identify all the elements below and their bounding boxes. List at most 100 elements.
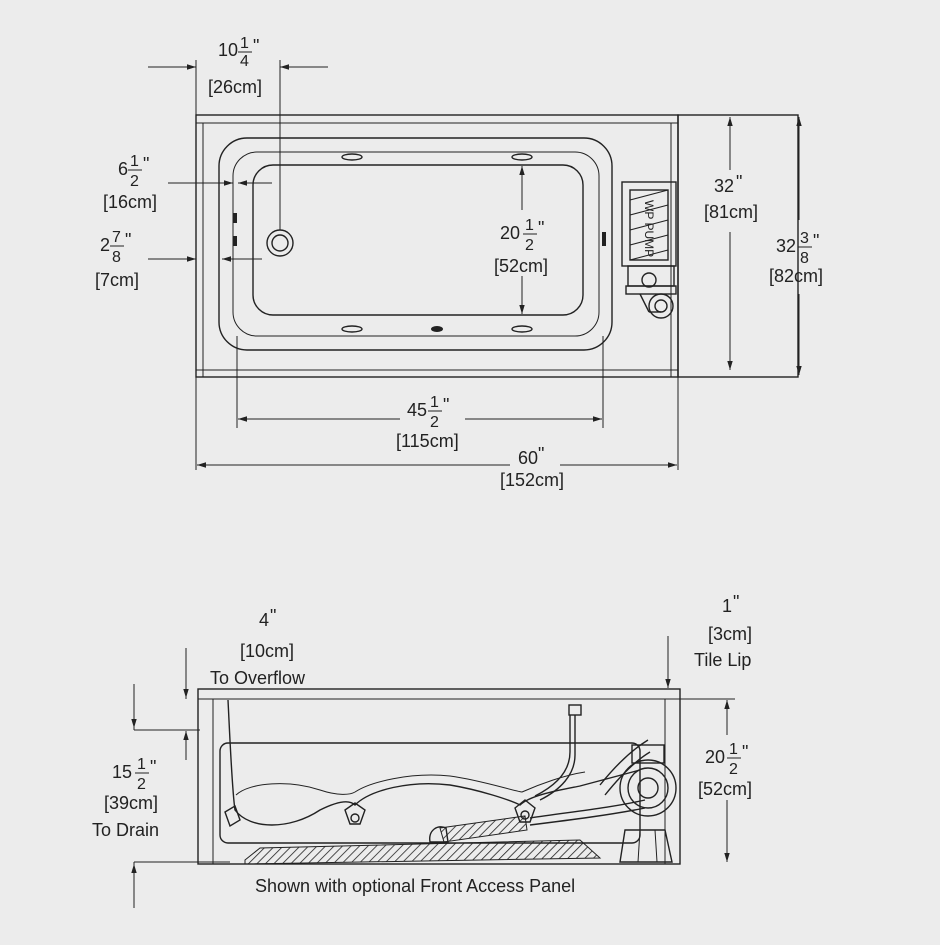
svg-text:[26cm]: [26cm]	[208, 77, 262, 97]
jet	[431, 326, 443, 332]
svg-text:[10cm]: [10cm]	[240, 641, 294, 661]
svg-text:To Drain: To Drain	[92, 820, 159, 840]
dim-drain-offset: 10 1 4 " [26cm]	[208, 35, 262, 97]
svg-text:": "	[736, 172, 742, 192]
svg-text:7: 7	[112, 229, 121, 246]
svg-text:": "	[253, 36, 259, 56]
pump-unit: WP PUMP	[621, 181, 677, 319]
jet	[511, 153, 533, 161]
jet	[341, 153, 363, 161]
svg-text:32: 32	[776, 236, 796, 256]
svg-text:45: 45	[407, 400, 427, 420]
svg-text:To Overflow: To Overflow	[210, 668, 306, 688]
svg-text:": "	[742, 742, 748, 762]
svg-text:[52cm]: [52cm]	[698, 779, 752, 799]
svg-text:15: 15	[112, 762, 132, 782]
svg-text:[81cm]: [81cm]	[704, 202, 758, 222]
dim-drain-height: 15 1 2 " [39cm] To Drain	[92, 756, 159, 840]
jet	[341, 325, 363, 333]
pump-arm	[599, 739, 649, 786]
drain-icon	[266, 229, 294, 257]
jet	[233, 236, 237, 246]
dim-drain-side: 2 7 8 " [7cm]	[95, 229, 139, 290]
pump-arm-2	[604, 751, 651, 796]
hatched-hose	[439, 815, 528, 843]
svg-text:20: 20	[705, 747, 725, 767]
plumbing-pipe	[539, 715, 576, 801]
dim-height: 20 1 2 " [52cm]	[698, 741, 752, 799]
svg-text:20: 20	[500, 223, 520, 243]
svg-text:1: 1	[130, 153, 139, 170]
svg-text:[115cm]: [115cm]	[396, 431, 459, 451]
svg-text:[7cm]: [7cm]	[95, 270, 139, 290]
tub-foot	[224, 804, 241, 828]
plumbing-pipe-2	[534, 715, 571, 797]
suction-fitting	[429, 826, 449, 843]
dim-bath-length: 45 1 2 " [115cm]	[396, 394, 459, 451]
caption: Shown with optional Front Access Panel	[255, 876, 575, 896]
jet	[602, 232, 606, 246]
svg-text:2: 2	[525, 237, 534, 254]
svg-text:": "	[538, 218, 544, 238]
drain-inner	[271, 234, 289, 252]
svg-text:": "	[733, 592, 739, 612]
svg-text:1: 1	[430, 394, 439, 411]
svg-text:": "	[538, 444, 544, 464]
side-view: 4 " [10cm] To Overflow 1 " [3cm] Tile Li…	[92, 592, 752, 908]
svg-text:4: 4	[240, 53, 249, 70]
basin-outer	[218, 137, 613, 351]
top-view: WP PUMP 10 1 4 " [26cm] 6 1 2 " [16cm]	[95, 35, 823, 490]
svg-text:": "	[150, 757, 156, 777]
svg-text:1: 1	[240, 35, 249, 52]
svg-text:[16cm]: [16cm]	[103, 192, 157, 212]
svg-text:1: 1	[729, 741, 738, 758]
svg-text:10: 10	[218, 40, 238, 60]
basin-floor	[252, 164, 584, 316]
access-panel	[219, 742, 641, 844]
svg-text:1: 1	[722, 596, 732, 616]
svg-text:": "	[125, 230, 131, 250]
apron-outline	[197, 688, 681, 865]
tile-lip-right	[677, 114, 799, 378]
svg-text:[152cm]: [152cm]	[500, 470, 564, 490]
dim-length: 60 " [152cm]	[500, 444, 564, 490]
tub-foot	[344, 802, 366, 825]
svg-text:1: 1	[137, 756, 146, 773]
svg-text:[52cm]: [52cm]	[494, 256, 548, 276]
svg-text:8: 8	[112, 249, 121, 266]
svg-text:": "	[443, 395, 449, 415]
pump-motor	[619, 744, 677, 863]
dim-tile-lip: 1 " [3cm] Tile Lip	[694, 592, 752, 670]
pipe-run-2	[529, 807, 646, 826]
svg-text:4: 4	[259, 610, 269, 630]
base-hatch	[244, 839, 602, 865]
svg-text:60: 60	[518, 448, 538, 468]
dim-overflow: 4 " [10cm] To Overflow	[210, 606, 306, 688]
svg-text:32: 32	[714, 176, 734, 196]
svg-text:": "	[143, 154, 149, 174]
pump-label: WP PUMP	[642, 200, 656, 257]
dim-bath-width: 20 1 2 " [52cm]	[494, 217, 548, 276]
svg-text:[3cm]: [3cm]	[708, 624, 752, 644]
dim-depth: 32 " [81cm]	[704, 172, 758, 222]
svg-text:2: 2	[729, 761, 738, 778]
pipe-run	[529, 799, 646, 819]
svg-text:2: 2	[130, 173, 139, 190]
jet	[511, 325, 533, 333]
svg-text:": "	[813, 231, 819, 251]
dim-overall-depth: 32 3 8 " [82cm]	[769, 230, 823, 286]
jet	[233, 213, 237, 223]
svg-text:2: 2	[430, 414, 439, 431]
svg-text:1: 1	[525, 217, 534, 234]
tub-shell	[227, 699, 641, 826]
svg-text:Tile Lip: Tile Lip	[694, 650, 751, 670]
svg-text:": "	[270, 606, 276, 626]
dim-inner-gap: 6 1 2 " [16cm]	[103, 153, 157, 212]
svg-text:2: 2	[137, 776, 146, 793]
valve	[568, 704, 582, 716]
svg-text:[82cm]: [82cm]	[769, 266, 823, 286]
svg-text:6: 6	[118, 159, 128, 179]
svg-text:3: 3	[800, 230, 809, 247]
